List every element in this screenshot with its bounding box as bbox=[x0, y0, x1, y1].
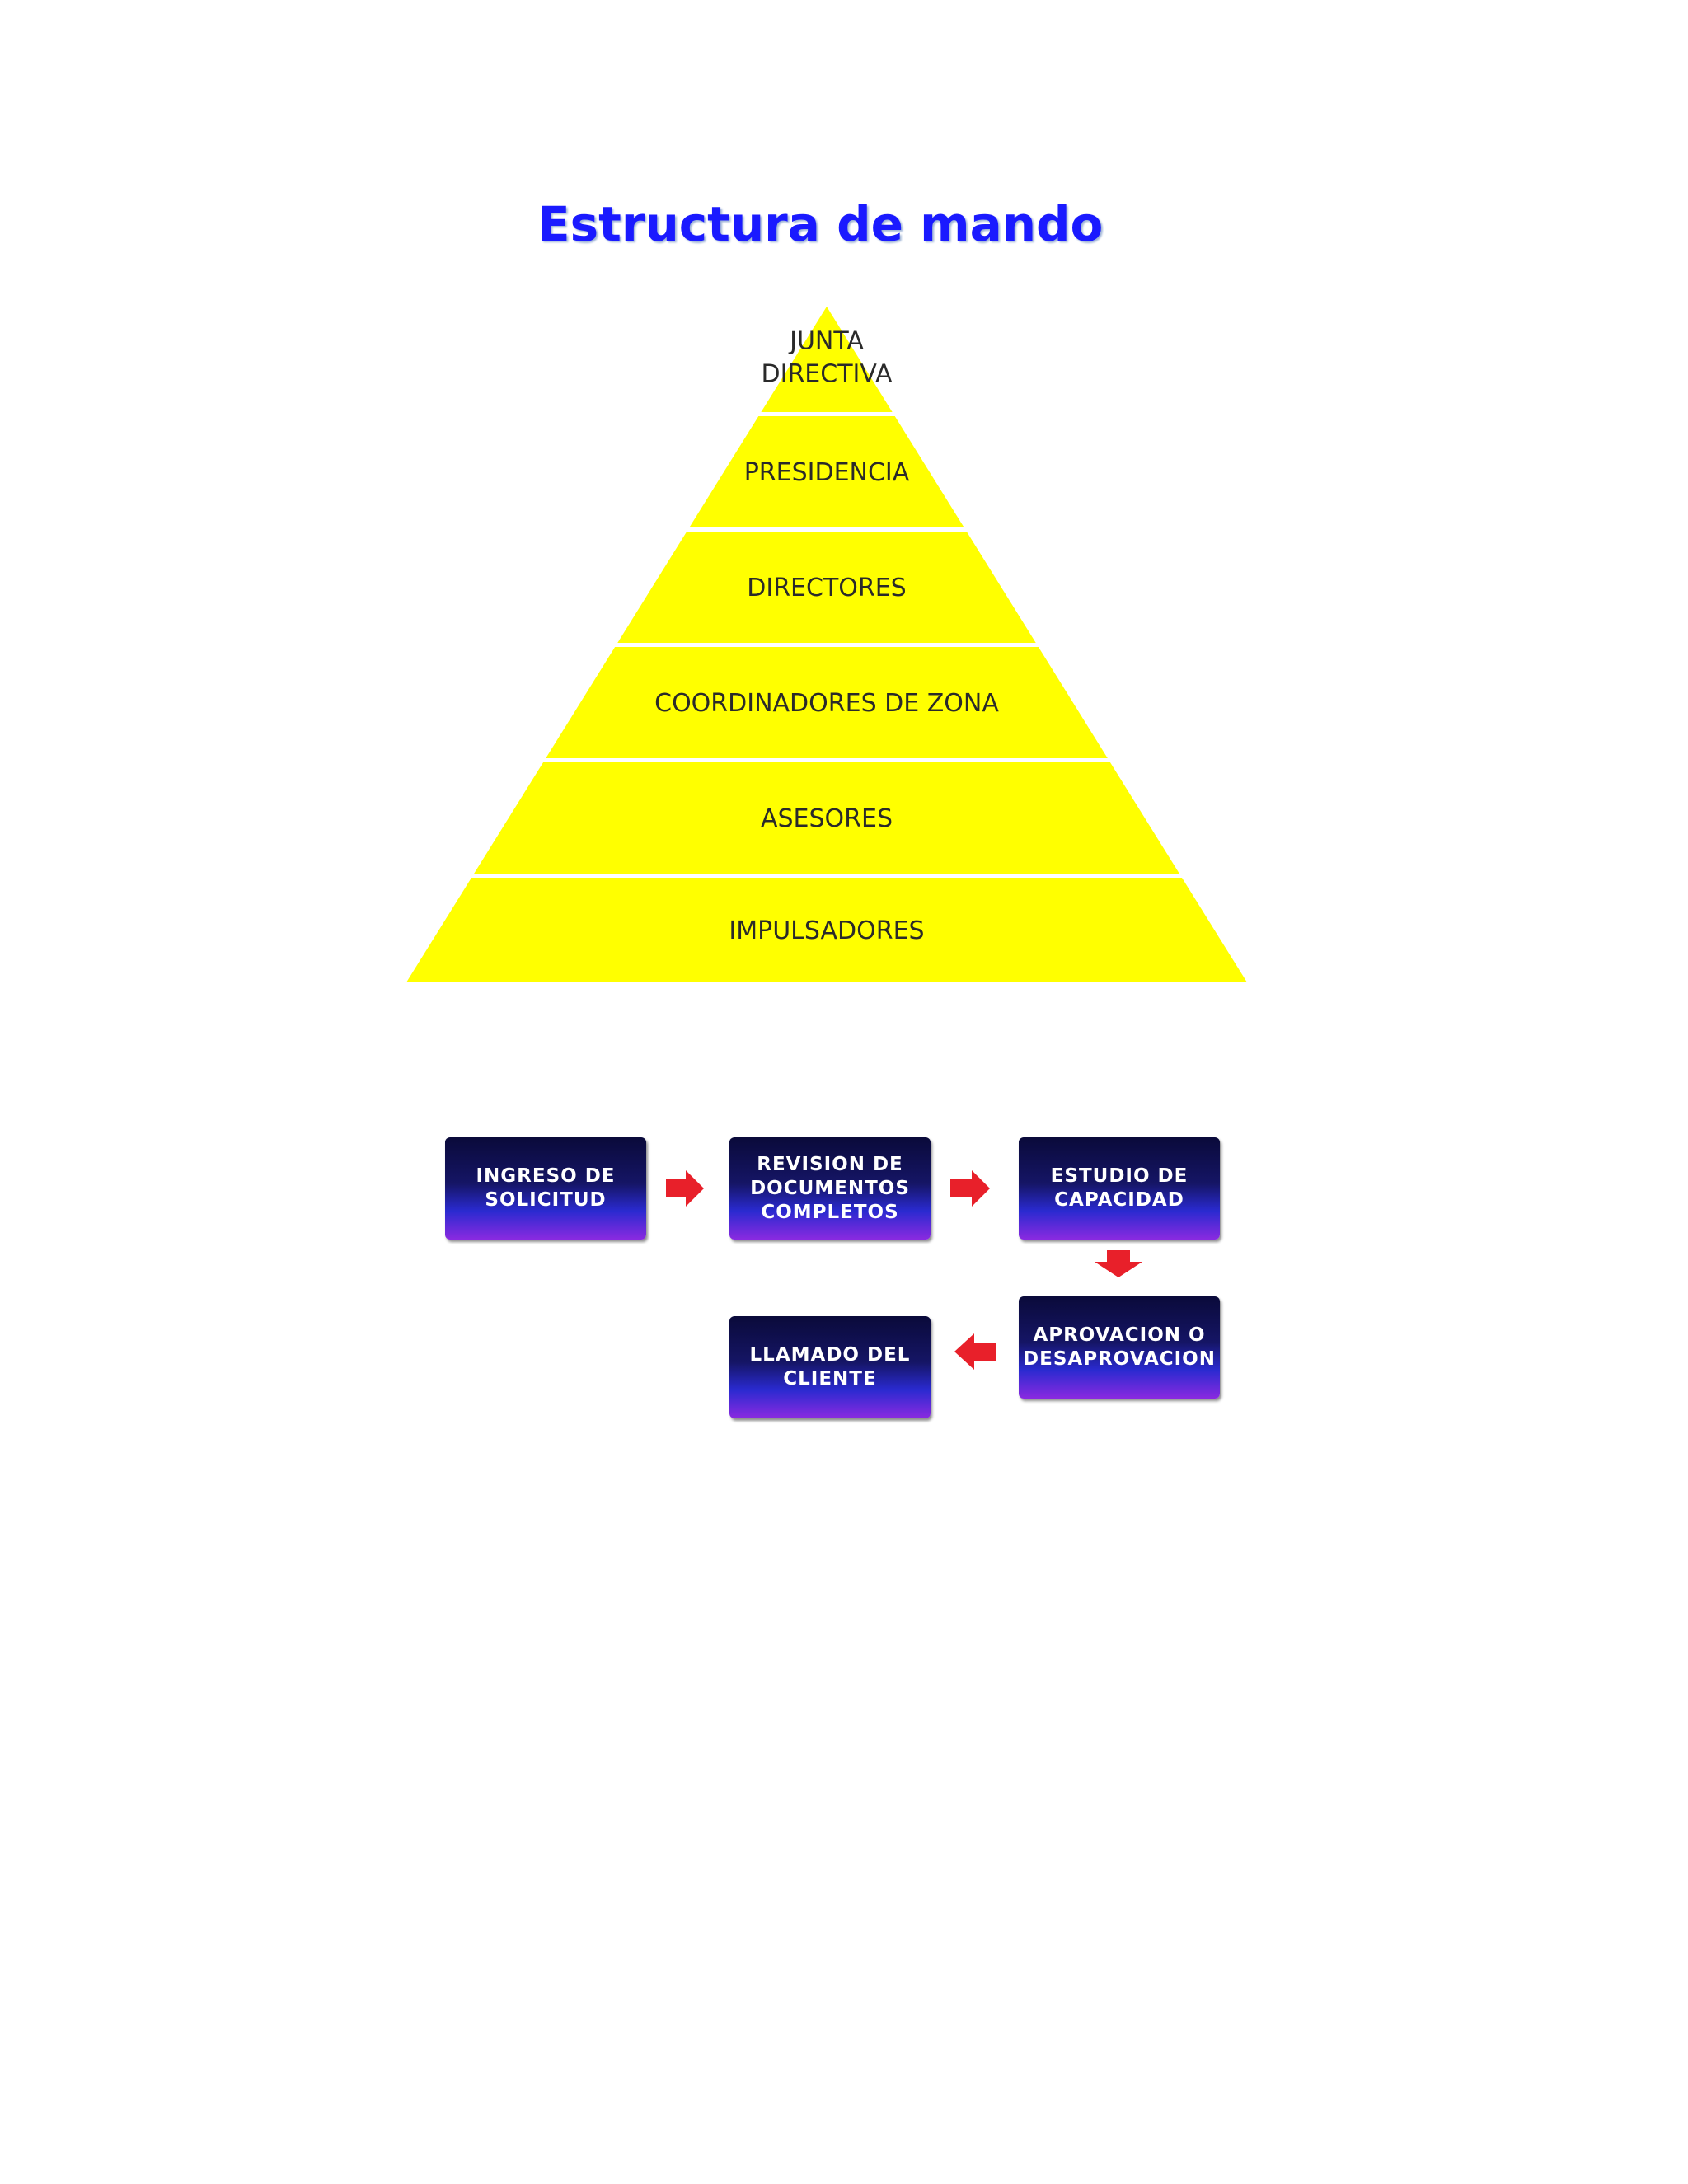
arrow-left-icon bbox=[954, 1333, 996, 1370]
process-step-ingreso-solicitud: INGRESO DE SOLICITUD bbox=[445, 1137, 646, 1240]
command-pyramid: JUNTA DIRECTIVA PRESIDENCIA DIRECTORES COORD… bbox=[406, 307, 1247, 982]
process-step-label: ESTUDIO DE CAPACIDAD bbox=[1050, 1165, 1189, 1211]
pyramid-level-label: PRESIDENCIA bbox=[744, 458, 910, 487]
pyramid-level-label: DIRECTORES bbox=[747, 574, 906, 602]
page-title: Estructura de mando bbox=[537, 196, 1104, 252]
pyramid-level-label: DIRECTIVA bbox=[762, 360, 893, 389]
arrow-right-icon bbox=[950, 1170, 990, 1207]
process-step-label: INGRESO DE SOLICITUD bbox=[476, 1165, 616, 1211]
arrow-down-icon bbox=[1095, 1250, 1142, 1277]
pyramid-level-label: IMPULSADORES bbox=[729, 916, 924, 945]
process-step-revision-documentos: REVISION DE DOCUMENTOS COMPLETOS bbox=[729, 1137, 931, 1240]
pyramid-level-5 bbox=[474, 762, 1179, 874]
process-step-label: APROVACION O DESAPROVACION bbox=[1023, 1324, 1216, 1370]
pyramid-level-4 bbox=[546, 647, 1108, 758]
process-step-aprovacion-desaprovacion: APROVACION O DESAPROVACION bbox=[1019, 1296, 1220, 1399]
process-step-estudio-capacidad: ESTUDIO DE CAPACIDAD bbox=[1019, 1137, 1220, 1240]
pyramid-level-label: COORDINADORES DE ZONA bbox=[654, 689, 999, 718]
arrow-right-icon bbox=[666, 1170, 704, 1207]
pyramid-level-label: JUNTA bbox=[788, 327, 864, 356]
process-step-label: LLAMADO DEL CLIENTE bbox=[749, 1344, 911, 1390]
pyramid-level-3 bbox=[617, 532, 1036, 643]
pyramid-level-1 bbox=[761, 307, 893, 412]
pyramid-level-6 bbox=[406, 878, 1247, 982]
pyramid-level-label: ASESORES bbox=[761, 804, 893, 833]
pyramid-level-2 bbox=[689, 416, 964, 527]
process-step-llamado-cliente: LLAMADO DEL CLIENTE bbox=[729, 1316, 931, 1418]
process-step-label: REVISION DE DOCUMENTOS COMPLETOS bbox=[750, 1153, 910, 1223]
